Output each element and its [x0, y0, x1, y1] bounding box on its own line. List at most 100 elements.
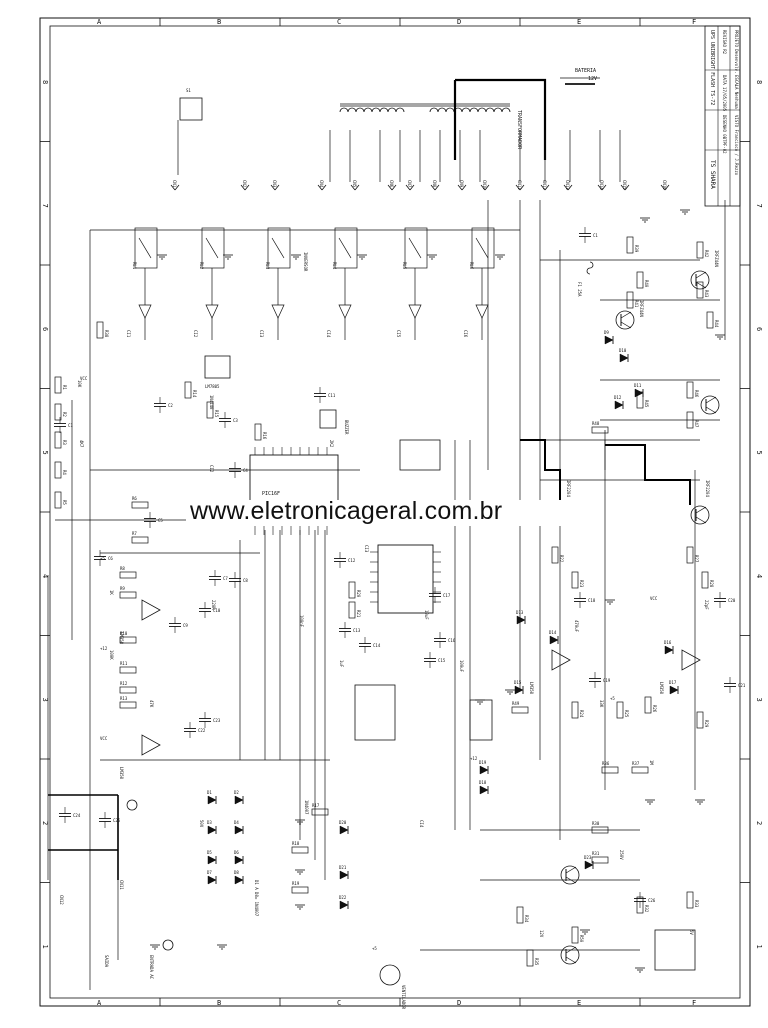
transformer-primary-coil [339, 107, 405, 113]
resistor-label: R46 [694, 390, 699, 398]
diode [619, 353, 629, 363]
value-label: 33K [599, 700, 604, 708]
connector-pin [457, 184, 463, 191]
resistor [291, 846, 309, 854]
value-label: 100uF [459, 660, 464, 673]
resistor [686, 381, 694, 399]
mosfet-label-a: IRFZ44N [639, 300, 644, 317]
value-label: 1N4148 [209, 395, 214, 410]
connector-pin [391, 184, 397, 191]
opamp-label: LM358 [119, 767, 124, 780]
connector-label: CN4 [319, 180, 324, 188]
resistor-label: R27 [694, 555, 699, 563]
capacitor-label: C17 [443, 593, 451, 598]
diode [207, 875, 217, 885]
capacitor-label: C8 [243, 578, 248, 583]
connector-label: CN11 [517, 180, 522, 190]
driver-label: CI3 [259, 330, 264, 338]
connector-pin [480, 184, 486, 191]
connector-pin [434, 184, 440, 191]
resistor-label: R30 [592, 821, 600, 826]
capacitor-label: C20 [728, 598, 736, 603]
driver-label: CI4 [326, 330, 331, 338]
value-label: 4K7 [79, 440, 84, 448]
diode-label: D17 [669, 680, 677, 685]
diode-label: D10 [619, 348, 627, 353]
connector-label: CN13 [565, 180, 570, 190]
diode-label: D23 [584, 855, 592, 860]
diode-label: D22 [339, 895, 347, 900]
opamp-label: LM358 [119, 632, 124, 645]
resistor [591, 426, 609, 434]
diode [234, 795, 244, 805]
resistor-label: R47 [694, 420, 699, 428]
vcc-label: +12 [100, 646, 108, 651]
relay-RL4 [334, 227, 358, 269]
ac-line [48, 794, 119, 880]
title-designer: VISTO Francisco / J.Rezzo [734, 115, 739, 176]
ic-label: CI2 [209, 465, 214, 473]
opamp-label: LM358 [659, 682, 664, 695]
vcc-label: VCC [80, 376, 88, 381]
resistor [54, 491, 62, 509]
resistor [54, 376, 62, 394]
diode-label: D4 [234, 820, 239, 825]
relay-RL3 [267, 227, 291, 269]
capacitor-label: C10 [213, 608, 221, 613]
value-label: 470uF [574, 620, 579, 633]
capacitor-label: C1 [68, 423, 73, 428]
connector-pin [567, 184, 573, 191]
capacitor-label: C3 [233, 418, 238, 423]
resistor-label: R9 [120, 586, 125, 591]
driver-label: CI5 [396, 330, 401, 338]
diode-label: D21 [339, 865, 347, 870]
relay-RL6 [471, 227, 495, 269]
diode-label: D6 [234, 850, 239, 855]
resistor [626, 236, 634, 254]
bridge-fet-label-b: IRF2204 [705, 480, 710, 497]
opamp [141, 599, 161, 621]
capacitor-label: C18 [588, 598, 596, 603]
resistor [516, 906, 524, 924]
diode-label: D12 [614, 395, 622, 400]
resistor [696, 281, 704, 299]
resistor-label: R26 [652, 705, 657, 713]
connector-label: CN10 [482, 180, 487, 190]
battery-label: BATERIA [575, 68, 596, 74]
diode [339, 870, 349, 880]
power-switch [179, 97, 203, 121]
resistor-label: R15 [214, 410, 219, 418]
border-row-right-1: 1 [755, 945, 763, 949]
diode [664, 645, 674, 655]
relay-driver [205, 304, 219, 319]
connector-pin [240, 184, 246, 191]
border-col-bottom-E: E [577, 999, 581, 1007]
transistor-leg [695, 506, 707, 514]
ac-input-label: ENTRADA AC [149, 955, 154, 980]
connector-label: CN9 [459, 180, 464, 188]
relay-RL1 [134, 227, 158, 269]
vcc-label: +5 [100, 556, 105, 561]
resistor-label: R4 [62, 470, 67, 475]
resistor [254, 423, 262, 441]
resistor [686, 891, 694, 909]
resistor [616, 701, 624, 719]
transistor-leg [565, 866, 577, 874]
transistor-leg [695, 281, 707, 289]
resistor-label: R37 [632, 761, 640, 766]
diode-label: D1 [207, 790, 212, 795]
transistor-leg [695, 271, 707, 279]
diode-label: D2 [234, 790, 239, 795]
power-switch-label: S1 [186, 88, 191, 93]
connector-pin [664, 184, 670, 191]
diode [207, 855, 217, 865]
resistor [348, 581, 356, 599]
value-label: 100K [109, 650, 114, 660]
connector-label: CN12 [542, 180, 547, 190]
resistor [348, 601, 356, 619]
connector-pin [484, 184, 490, 191]
connector-pin [270, 184, 276, 191]
border-row-left-7: 7 [41, 204, 49, 208]
resistor [119, 666, 137, 674]
resistor [131, 536, 149, 544]
